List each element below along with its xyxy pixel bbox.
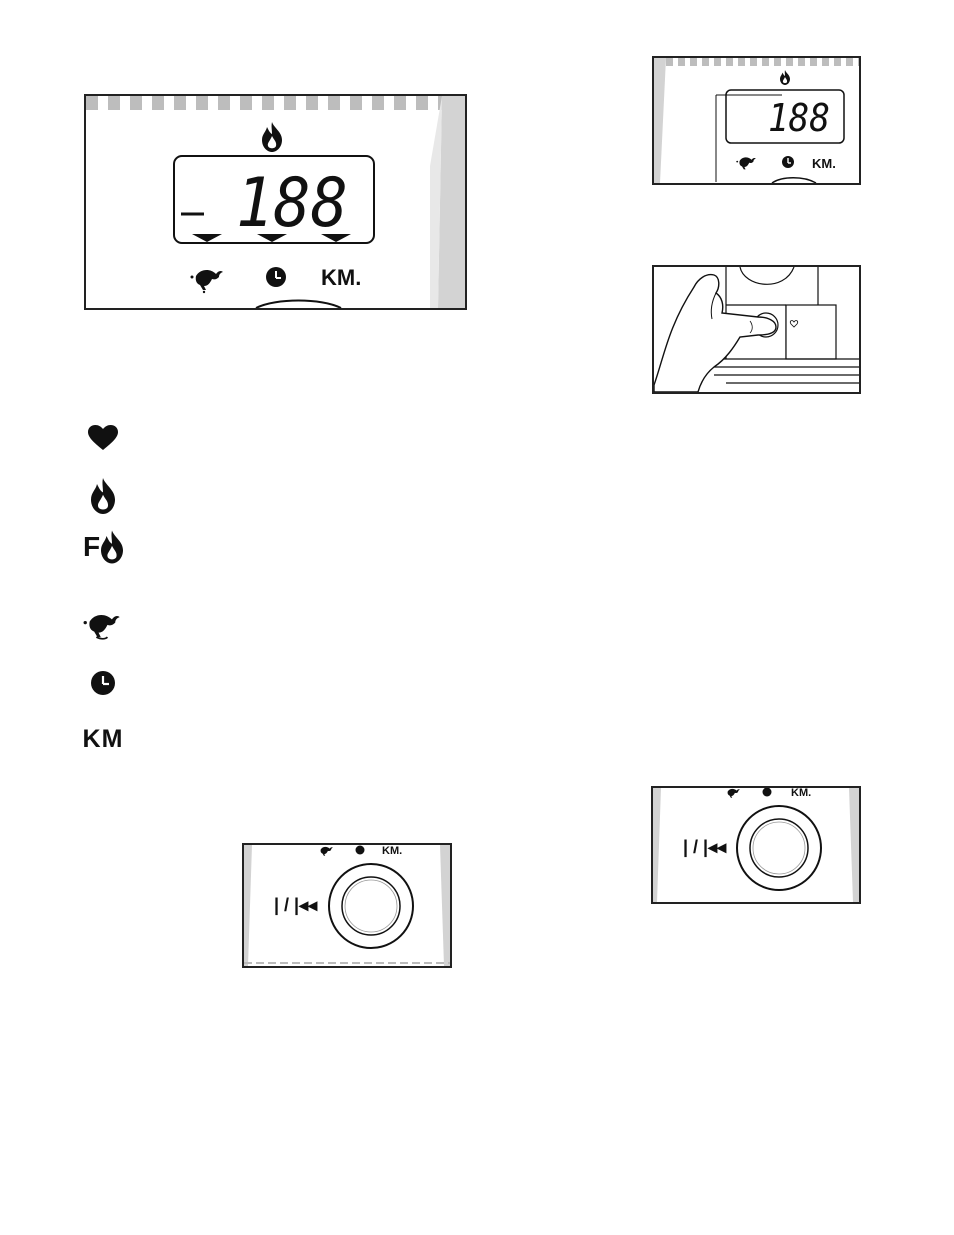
flame-icon: [262, 122, 282, 152]
flame-icon: [780, 70, 790, 85]
button-panel-left: KM. | / |◂◂: [242, 843, 452, 968]
clock-icon: [763, 788, 772, 797]
button-panel-right: KM. | / |◂◂: [651, 786, 861, 904]
legend-km: KM: [78, 719, 128, 759]
clock-icon: [782, 156, 794, 168]
rabbit-icon: [321, 847, 333, 856]
km-legend-label: KM: [83, 725, 124, 754]
km-label: KM.: [321, 265, 361, 290]
power-button-label: | / |◂◂: [274, 895, 318, 915]
km-label: KM.: [382, 845, 402, 857]
legend-rabbit: [78, 606, 128, 646]
heart-icon: [88, 425, 118, 451]
legend-heart: [78, 418, 128, 458]
display-digits: 188: [236, 164, 348, 243]
rabbit-icon: [728, 789, 740, 798]
power-button-label: | / |◂◂: [683, 837, 727, 857]
clock-icon: [266, 267, 286, 287]
clock-icon: [90, 670, 116, 696]
rabbit-icon: [736, 157, 756, 169]
flame-icon: [91, 478, 115, 514]
flame-icon: [101, 530, 123, 564]
hand-pressing-button-illustration: [652, 265, 861, 394]
legend-flame: [78, 476, 128, 516]
display-panel-large: 188 KM.: [84, 94, 467, 310]
power-knob[interactable]: [329, 864, 413, 948]
clock-icon: [356, 846, 365, 855]
rabbit-icon: [191, 270, 224, 293]
km-label: KM.: [791, 788, 811, 799]
display-panel-small: 188 KM.: [652, 56, 861, 185]
f-letter: F: [83, 531, 101, 563]
power-knob[interactable]: [737, 806, 821, 890]
rabbit-icon: [83, 610, 123, 642]
km-label: KM.: [812, 156, 836, 171]
legend-f-flame: F: [78, 527, 128, 567]
legend-clock: [78, 663, 128, 703]
display-digits: 188: [768, 96, 830, 140]
